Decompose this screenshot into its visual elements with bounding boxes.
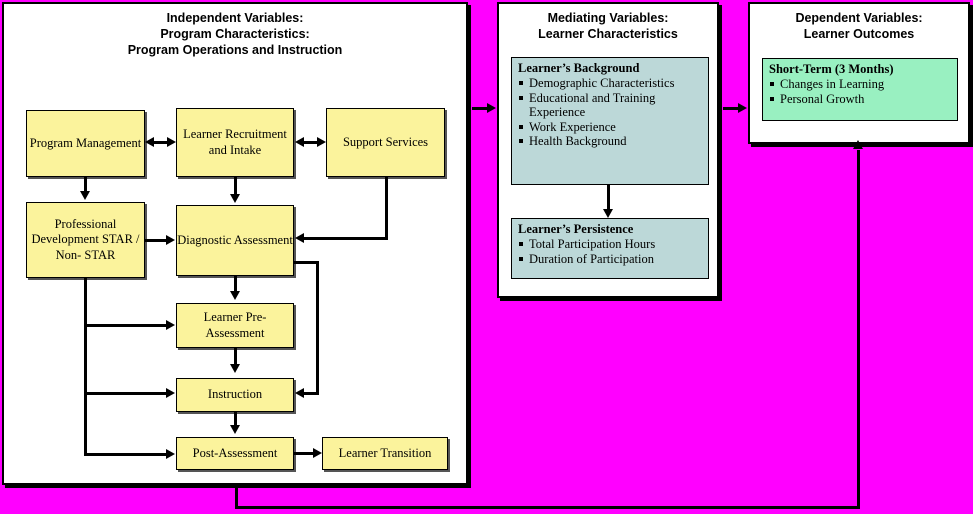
arrowhead-pd-da [166,235,175,245]
connector-da-instruction-top [294,261,319,264]
box-diagnostic-assessment-label: Diagnostic Assessment [177,232,293,247]
panel-dependent-title-line1: Dependent Variables: [795,11,923,25]
arrowhead-background-persistence [603,209,613,218]
box-support-services-label: Support Services [342,134,429,149]
list-item: Work Experience [518,120,703,135]
arrowhead-pm-lri-right [167,137,176,147]
panel-mediating-title-line2: Learner Characteristics [538,27,678,41]
box-learner-recruitment-and-intake[interactable]: Learner Recruitment and Intake [176,108,294,177]
listbox-short-term-outcomes[interactable]: Short-Term (3 Months) Changes in Learnin… [762,58,958,121]
list-item: Demographic Characteristics [518,76,703,91]
connector-pd-da [145,239,169,242]
arrowhead-pm-lri-left [145,137,154,147]
feedback-loop-left-vertical [235,487,238,509]
feedback-loop-bottom-horizontal [235,506,860,509]
arrowhead-da-pre [230,291,240,300]
listbox-learners-persistence[interactable]: Learner’s Persistence Total Participatio… [511,218,709,279]
connector-instruction-post [234,412,237,427]
panel-independent-title-line2: Program Characteristics: [160,27,310,41]
connector-pre-instruction [234,348,237,365]
connector-pd-to-post [84,453,170,456]
box-professional-development-label: Professional Development STAR / Non- STA… [31,216,140,262]
arrowhead-feedback-loop [853,140,863,149]
arrowhead-pm-pd [80,191,90,200]
list-item: Changes in Learning [769,77,952,92]
box-learner-transition-label: Learner Transition [338,445,432,460]
list-item: Health Background [518,134,703,149]
panel-mediating-title: Mediating Variables: Learner Characteris… [499,4,717,42]
box-program-management[interactable]: Program Management [26,110,145,177]
connector-da-pre [234,276,237,292]
connector-post-transition [294,452,316,455]
feedback-loop-right-vertical [857,150,860,507]
arrowhead-ss-da [295,233,304,243]
learners-persistence-heading: Learner’s Persistence [518,222,634,236]
box-support-services[interactable]: Support Services [326,108,445,177]
arrowhead-lri-ss-left [295,137,304,147]
connector-da-instruction-bottom [302,392,319,395]
box-post-assessment-label: Post-Assessment [192,445,278,460]
box-learner-pre-assessment-label: Learner Pre-Assessment [203,310,267,340]
list-item: Personal Growth [769,92,952,107]
box-learner-transition[interactable]: Learner Transition [322,437,448,470]
arrowhead-panel2-panel3 [738,103,747,113]
connector-pd-to-instruction [84,392,170,395]
connector-lri-da [234,177,237,197]
box-diagnostic-assessment[interactable]: Diagnostic Assessment [176,205,294,276]
arrowhead-lri-da [230,194,240,203]
connector-background-persistence [607,185,610,211]
panel-dependent-title-line2: Learner Outcomes [803,27,915,41]
list-item: Total Participation Hours [518,237,703,252]
arrowhead-da-instruction [295,388,304,398]
panel-independent-title-line1: Independent Variables: [166,11,304,25]
arrowhead-instruction-post [230,425,240,434]
panel-independent-title: Independent Variables: Program Character… [4,4,466,58]
list-item: Educational and Training Experience [518,91,703,120]
arrowhead-pd-post [166,449,175,459]
connector-panel2-panel3 [723,107,741,110]
arrowhead-pre-instruction [230,364,240,373]
connector-ss-da-vertical [385,177,388,240]
short-term-heading: Short-Term (3 Months) [769,62,894,76]
listbox-learners-background[interactable]: Learner’s Background Demographic Charact… [511,57,709,185]
arrowhead-pd-pre [166,320,175,330]
learners-persistence-list: Total Participation Hours Duration of Pa… [518,237,703,266]
short-term-list: Changes in Learning Personal Growth [769,77,952,106]
panel-dependent-title: Dependent Variables: Learner Outcomes [750,4,968,42]
panel-mediating-title-line1: Mediating Variables: [547,11,669,25]
connector-panel1-panel2 [472,107,490,110]
box-learner-recruitment-label: Learner Recruitment and Intake [183,127,287,157]
connector-pm-lri [152,141,170,144]
box-post-assessment[interactable]: Post-Assessment [176,437,294,470]
arrowhead-lri-ss-right [317,137,326,147]
panel-independent-title-line3: Program Operations and Instruction [127,43,343,57]
learners-background-list: Demographic Characteristics Educational … [518,76,703,149]
connector-pm-pd [84,177,87,194]
arrowhead-post-transition [313,448,322,458]
arrowhead-panel1-panel2 [487,103,496,113]
connector-lri-ss [302,141,320,144]
box-instruction-label: Instruction [207,387,263,402]
box-professional-development[interactable]: Professional Development STAR / Non- STA… [26,202,145,278]
connector-ss-da-horizontal [302,237,388,240]
connector-pd-to-pre [84,324,170,327]
learners-background-heading: Learner’s Background [518,61,640,75]
box-program-management-label: Program Management [29,135,142,150]
list-item: Duration of Participation [518,252,703,267]
box-learner-pre-assessment[interactable]: Learner Pre-Assessment [176,303,294,348]
connector-pd-spine [84,278,87,456]
arrowhead-pd-instruction [166,388,175,398]
box-instruction[interactable]: Instruction [176,378,294,412]
connector-da-instruction-vertical [316,261,319,395]
